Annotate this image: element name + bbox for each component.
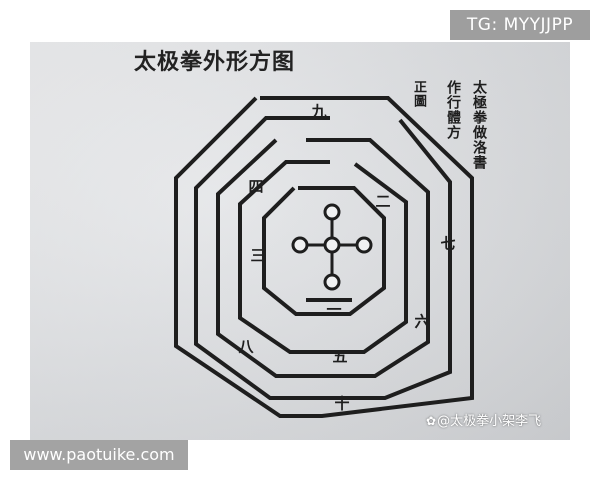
label-nine: 九 <box>311 102 327 121</box>
label-three: 三 <box>250 246 266 265</box>
circle-bottom <box>323 273 341 291</box>
spiral-ring-2 <box>194 116 452 400</box>
center-cross <box>291 203 373 291</box>
spiral-ring-3 <box>216 138 430 378</box>
octagon-diagram <box>174 96 474 418</box>
circle-left <box>291 236 309 254</box>
label-two: 二 <box>375 192 391 211</box>
label-ten: 十 <box>334 394 350 413</box>
author-watermark-text: @太极拳小架李飞 <box>437 414 542 429</box>
circle-center <box>323 236 341 254</box>
circle-right <box>355 236 373 254</box>
site-watermark: www.paotuike.com <box>10 440 188 470</box>
label-one: 一 <box>326 300 342 319</box>
label-four: 四 <box>248 177 264 196</box>
vertical-title-3: 正圖 <box>411 80 426 108</box>
tg-watermark: TG: MYYJJPP <box>450 10 590 40</box>
paw-icon: ✿ <box>426 414 437 428</box>
author-watermark: ✿@太极拳小架李飞 <box>426 410 541 429</box>
diagram-title: 太极拳外形方图 <box>134 49 296 75</box>
circle-top <box>323 203 341 221</box>
label-five: 五 <box>332 347 348 366</box>
book-page-photo: 太极拳外形方图 太極拳做洛書 作行體方 正圖 九 二 四 七 三 六 八 一 五… <box>30 42 570 440</box>
label-six: 六 <box>414 312 430 331</box>
vertical-title-2: 作行體方 <box>445 80 461 140</box>
spiral-outer-path <box>174 96 474 418</box>
spiral-inner-ring <box>262 186 386 316</box>
spiral-ring-4 <box>238 160 408 354</box>
label-eight: 八 <box>238 337 254 356</box>
label-seven: 七 <box>440 234 456 253</box>
vertical-title-1: 太極拳做洛書 <box>471 80 487 170</box>
